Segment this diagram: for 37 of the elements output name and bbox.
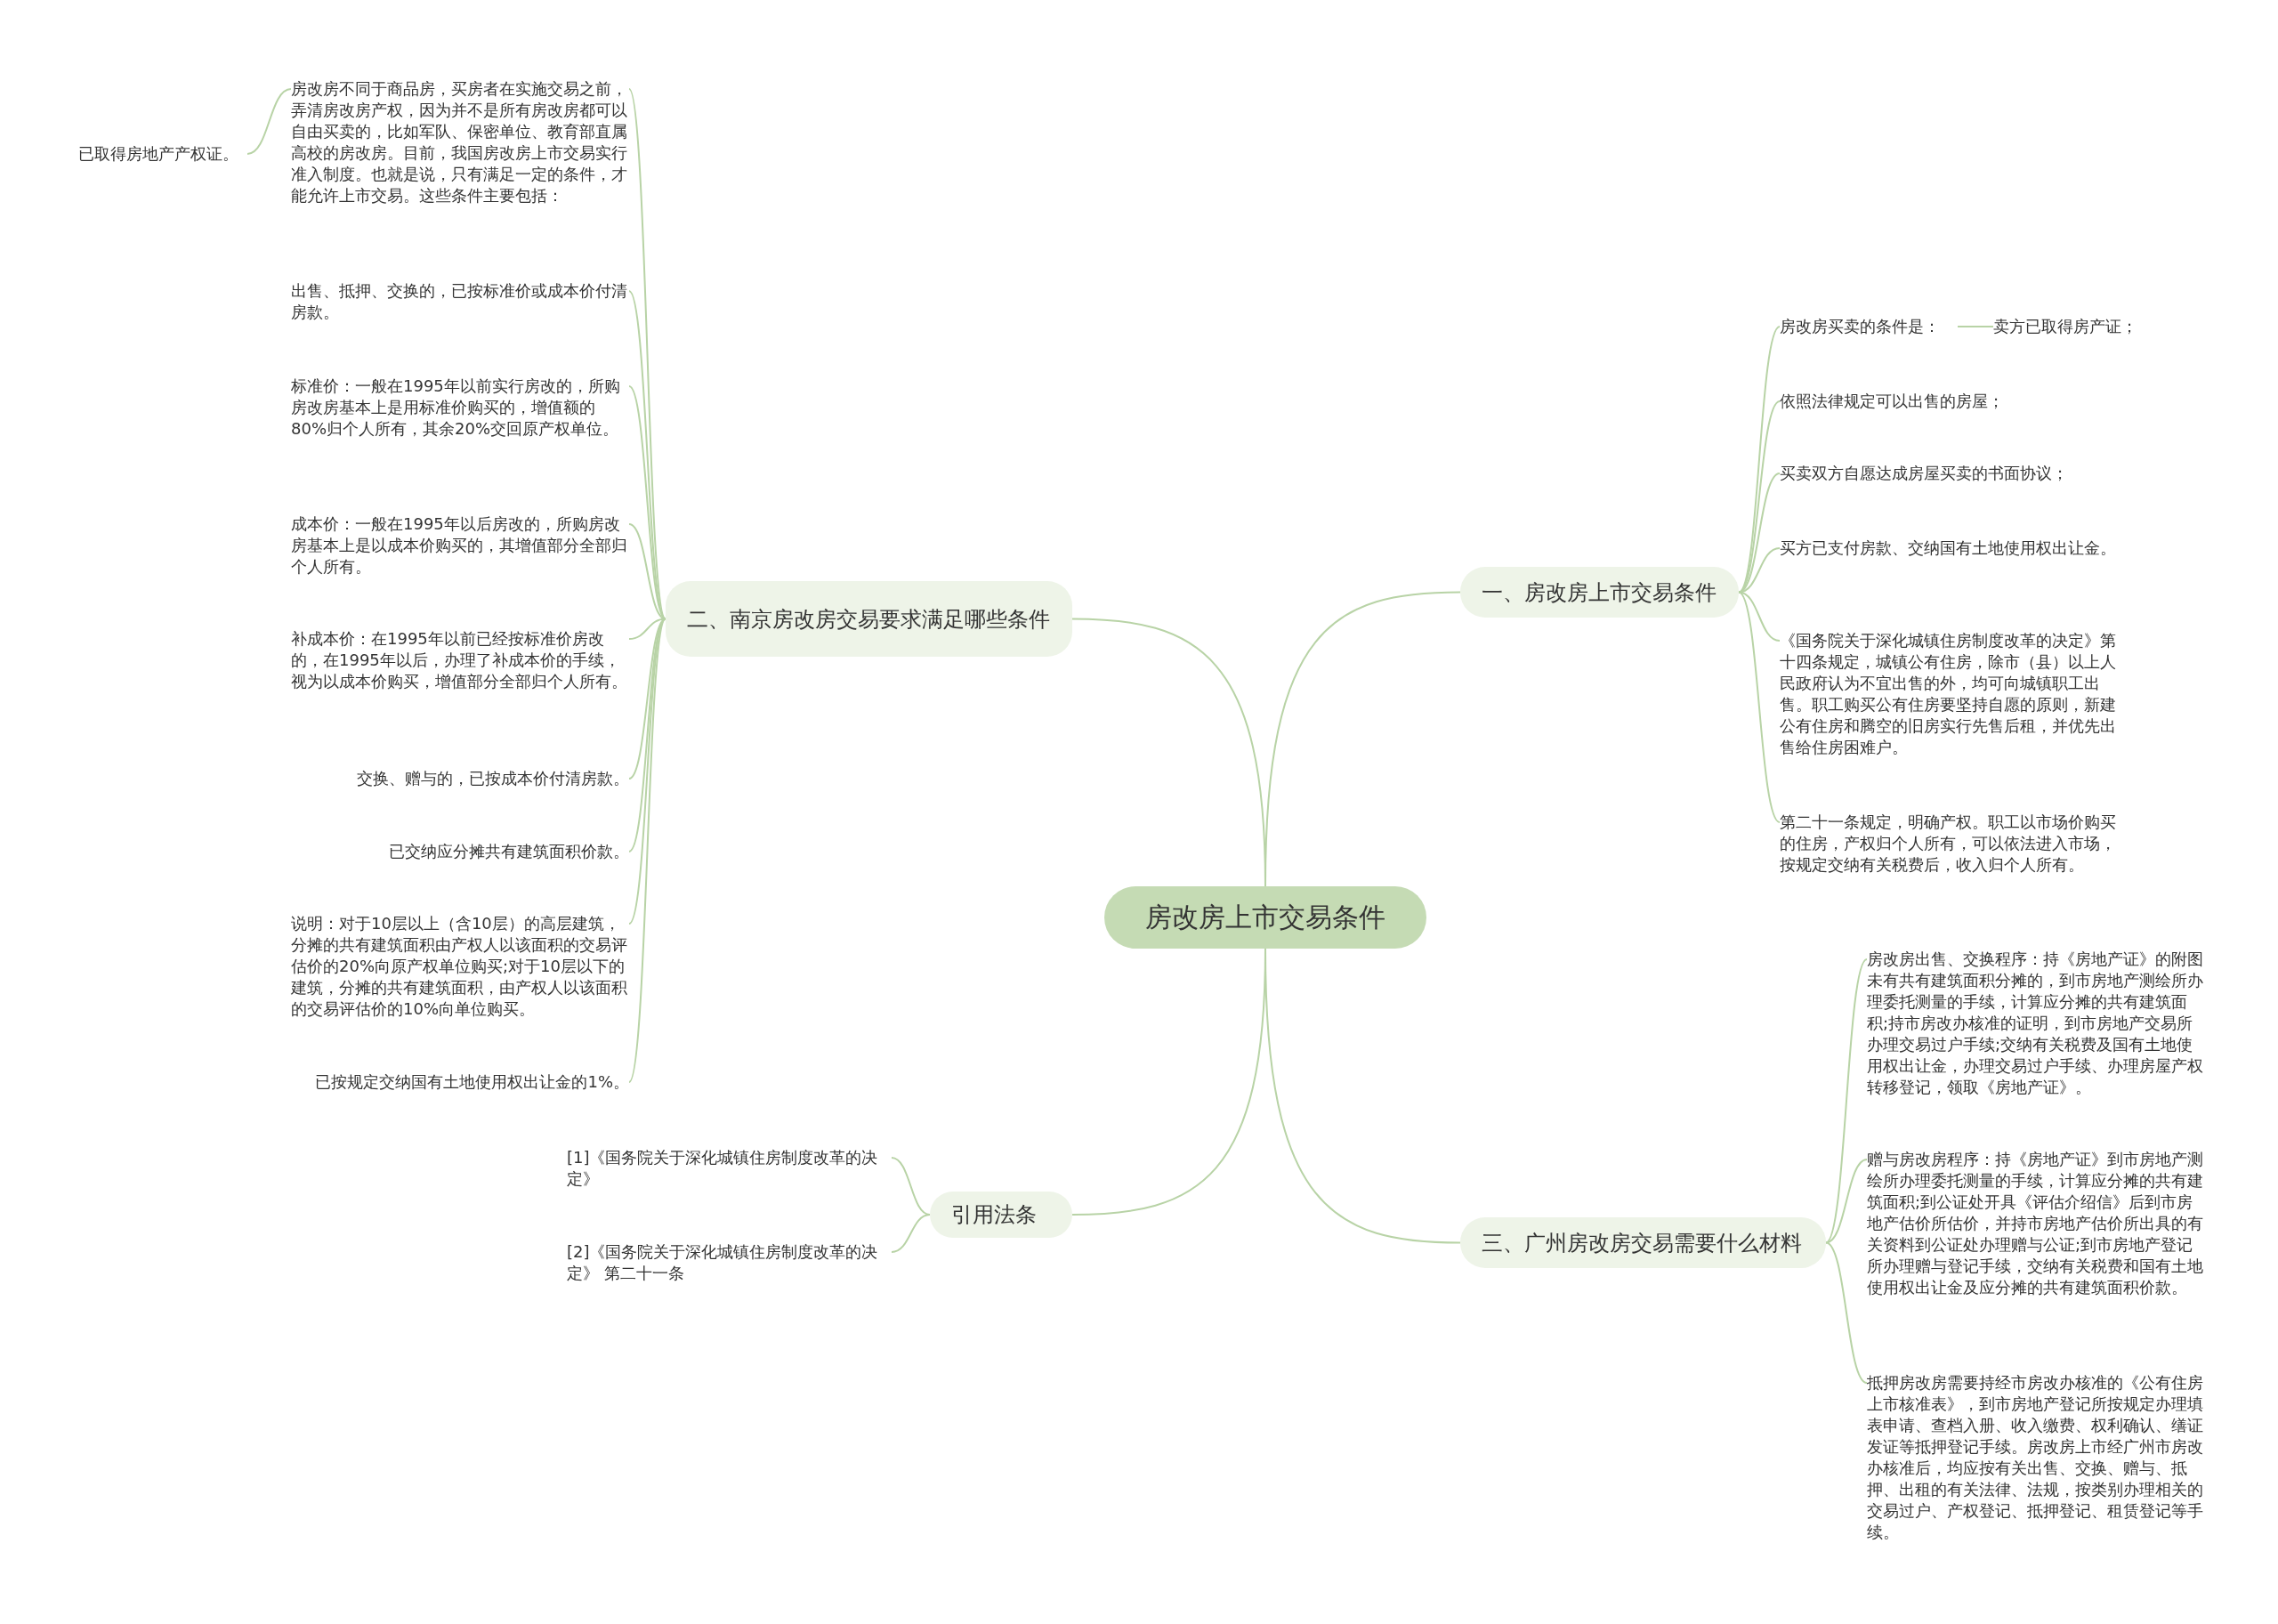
- note-text: 已取得房地产产权证。: [78, 143, 247, 165]
- connector-line: [246, 88, 292, 155]
- note-text: 卖方已取得房产证；: [1993, 316, 2207, 337]
- note-text: 出售、抵押、交换的，已按标准价或成本价付清房款。: [291, 280, 629, 323]
- note-text: 补成本价：在1995年以前已经按标准价房改的，在1995年以后，办理了补成本价的手续，视为以成本价购买，增值部分全部归个人所有。: [291, 628, 629, 692]
- note-text: 房改房不同于商品房，买房者在实施交易之前，弄清房改房产权，因为并不是所有房改房都可以自由买卖的，比如军队、保密单位、教育部直属高校的房改房。目前，我国房改房上市交易实行准入制度。也就是说，只有满足一定的条件，才能允许上市交易。这些条件主要包括：: [291, 78, 629, 206]
- connector-line: [1738, 591, 1781, 823]
- connector-line: [628, 618, 666, 1083]
- note-text: 抵押房改房需要持经市房改办核准的《公有住房上市核准表》，到市房地产登记所按规定办理填表申请、查档入册、收入缴费、权利确认、缮证发证等抵押登记手续。房改房上市经广州市房改办核准后，均应按有关出售、交换、赠与、抵押、出租的有关法律、法规，按类别办理相关的交易过户、产权登记、抵押登记、租赁登记等手续。: [1867, 1372, 2205, 1543]
- note-text: 依照法律规定可以出售的房屋；: [1780, 391, 2136, 412]
- note-text: [2]《国务院关于深化城镇住房制度改革的决定》 第二十一条: [567, 1241, 892, 1284]
- note-text: 已按规定交纳国有土地使用权出让金的1%。: [291, 1071, 629, 1093]
- note-text: 说明：对于10层以上（含10层）的高层建筑，分摊的共有建筑面积由产权人以该面积的交易评估价的20%向原产权单位购买;对于10层以下的建筑，分摊的共有建筑面积，由产权人以该面积的交易评估价的10%向单位购买。: [291, 913, 629, 1020]
- connector-line: [628, 618, 666, 925]
- note-text: [1]《国务院关于深化城镇住房制度改革的决定》: [567, 1147, 892, 1190]
- connector-line: [1825, 958, 1868, 1244]
- note-text: 交换、赠与的，已按成本价付清房款。: [291, 768, 629, 789]
- note-text: 已交纳应分摊共有建筑面积价款。: [291, 841, 629, 862]
- topic-box: 二、南京房改房交易要求满足哪些条件: [666, 581, 1072, 657]
- connector-line: [1957, 326, 1994, 327]
- note-text: 《国务院关于深化城镇住房制度改革的决定》第十四条规定，城镇公有住房，除市（县）以上人民政府认为不宜出售的外，均可向城镇职工出售。职工购买公有住房要坚持自愿的原则，新建公有住房和腾空的旧房实行先售后租，并优先出售给住房困难户。: [1780, 630, 2127, 758]
- note-text: 买方已支付房款、交纳国有土地使用权出让金。: [1780, 537, 2127, 559]
- topic-box: 引用法条: [930, 1192, 1072, 1238]
- note-text: 第二十一条规定，明确产权。职工以市场价购买的住房，产权归个人所有，可以依法进入市场，按规定交纳有关税费后，收入归个人所有。: [1780, 812, 2127, 876]
- note-text: 标准价：一般在1995年以前实行房改的，所购房改房基本上是用标准价购买的，增值额的80%归个人所有，其余20%交回原产权单位。: [291, 376, 629, 440]
- connector-line: [891, 1214, 931, 1253]
- note-text: 房改房买卖的条件是：: [1780, 316, 1958, 337]
- central-topic-box: 房改房上市交易条件: [1104, 886, 1426, 949]
- topic-box: 一、房改房上市交易条件: [1460, 567, 1739, 618]
- note-text: 成本价：一般在1995年以后房改的，所购房改房基本上是以成本价购买的，其增值部分全部归个人所有。: [291, 513, 629, 578]
- note-text: 赠与房改房程序：持《房地产证》到市房地产测绘所办理委托测量的手续，计算应分摊的共有建筑面积;到公证处开具《评估介绍信》后到市房地产估价所估价，并持市房地产估价所出具的有关资料到公证处办理赠与公证;到市房地产登记所办理赠与登记手续，交纳有关税费和国有土地使用权出让金及应分摊的共有建筑面积价款。: [1867, 1149, 2205, 1298]
- connector-line: [1825, 1159, 1868, 1244]
- note-text: 买卖双方自愿达成房屋买卖的书面协议；: [1780, 463, 2153, 484]
- topic-box: 三、广州房改房交易需要什么材料: [1460, 1217, 1826, 1268]
- connector-line: [628, 88, 666, 620]
- note-text: 房改房出售、交换程序：持《房地产证》的附图未有共有建筑面积分摊的，到市房地产测绘所办理委托测量的手续，计算应分摊的共有建筑面积;持市房改办核准的证明，到市房地产交易所办理交易过户手续;交纳有关税费及国有土地使用权出让金，办理交易过户手续、办理房屋产权转移登记，领取《房地产证》。: [1867, 949, 2205, 1098]
- connector-line: [1825, 1241, 1868, 1384]
